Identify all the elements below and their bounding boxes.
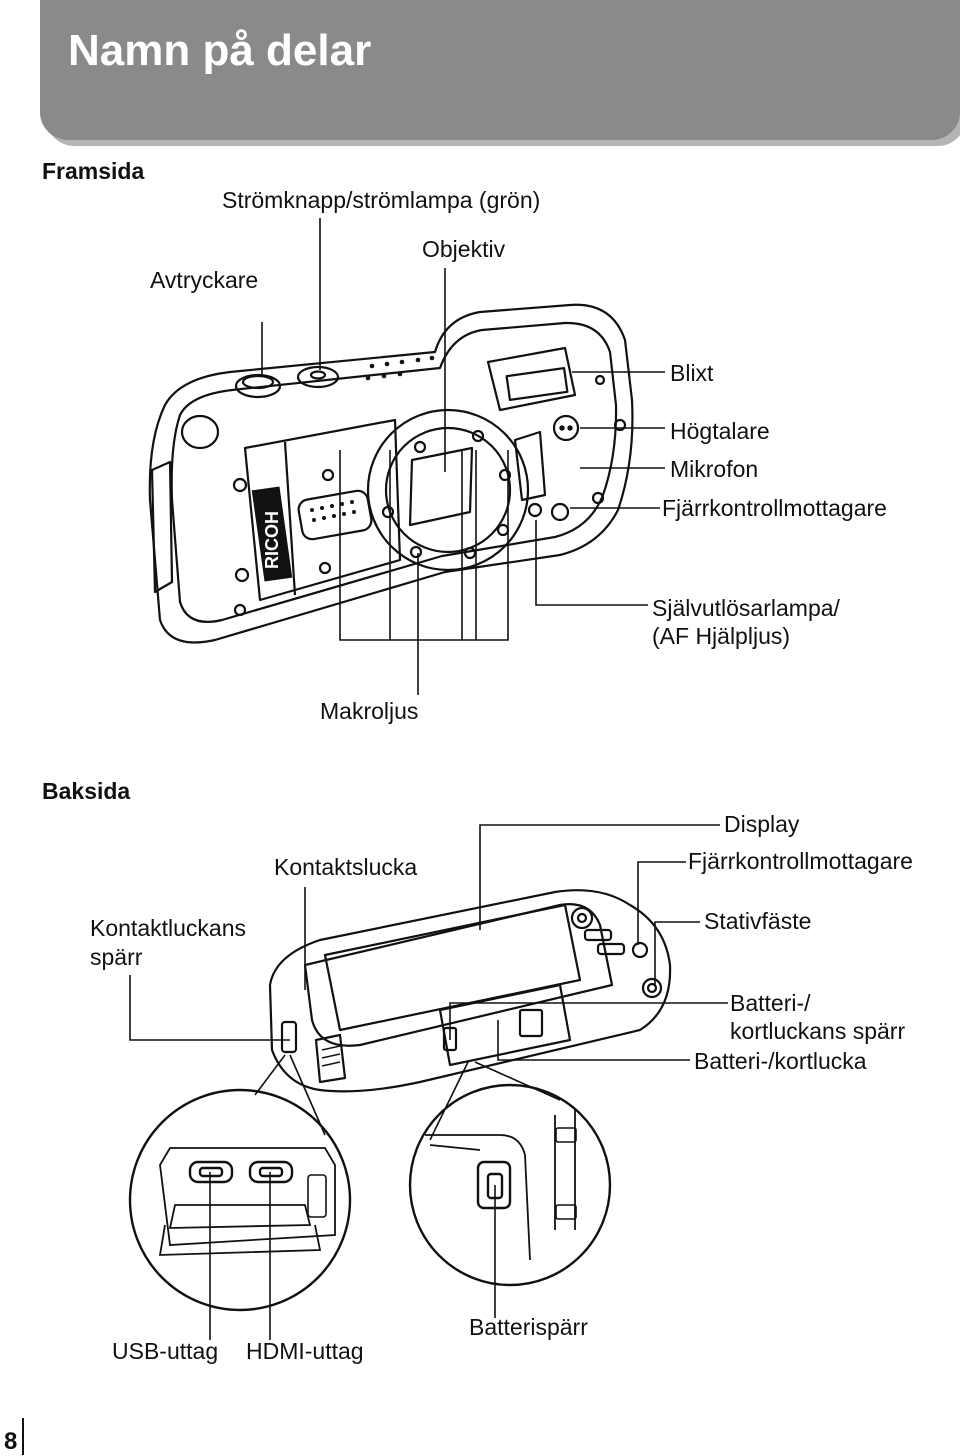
leader-macro-bracket	[339, 450, 509, 641]
page-edge-marker	[22, 1418, 24, 1455]
label-self-timer-2: (AF Hjälpljus)	[652, 623, 791, 649]
leader-selftimer	[535, 520, 648, 606]
label-microphone: Mikrofon	[670, 456, 759, 482]
page-header: Namn på delar	[40, 0, 960, 140]
leader-tripod	[654, 921, 700, 985]
label-battery-lock-2: kortluckans spärr	[730, 1018, 906, 1044]
label-self-timer-1: Självutlösarlampa/	[652, 595, 840, 621]
label-terminal-cover: Kontaktslucka	[274, 854, 418, 880]
label-battery-latch: Batterispärr	[469, 1314, 588, 1340]
label-flash: Blixt	[670, 360, 714, 386]
label-hdmi: HDMI-uttag	[246, 1338, 364, 1364]
label-lens: Objektiv	[422, 236, 506, 262]
label-remote-receiver-front: Fjärrkontrollmottagare	[662, 495, 887, 521]
label-remote-receiver-back: Fjärrkontrollmottagare	[688, 848, 913, 874]
page-title: Namn på delar	[68, 26, 372, 75]
page-number: 8	[4, 1428, 18, 1455]
leader-remote-back	[637, 861, 686, 945]
label-usb: USB-uttag	[112, 1338, 219, 1364]
label-display: Display	[724, 811, 800, 837]
leader-battery-lock	[449, 1002, 728, 1040]
front-camera-illustration	[148, 303, 634, 644]
terminal-zoom-circle	[128, 1088, 352, 1312]
label-shutter: Avtryckare	[150, 267, 259, 293]
label-power-button: Strömknapp/strömlampa (grön)	[222, 187, 541, 213]
label-speaker: Högtalare	[670, 418, 770, 444]
back-camera-illustration	[268, 889, 672, 1093]
label-battery-cover: Batteri-/kortlucka	[694, 1048, 867, 1074]
label-battery-lock-1: Batteri-/	[730, 990, 811, 1016]
label-tripod: Stativfäste	[704, 908, 812, 934]
battery-zoom-circle	[408, 1083, 612, 1287]
leader-battery-cover	[497, 1020, 690, 1061]
back-section-title: Baksida	[42, 778, 131, 804]
label-terminal-lock-2: spärr	[90, 944, 143, 970]
label-terminal-lock-1: Kontaktluckans	[90, 915, 246, 941]
leader-terminal-lock	[129, 975, 290, 1041]
front-section-title: Framsida	[42, 158, 145, 184]
label-macro-light: Makroljus	[320, 698, 419, 724]
leader-display	[479, 824, 720, 930]
brand-logo-text: RICOH	[262, 511, 282, 569]
ricoh-logo	[251, 486, 293, 582]
